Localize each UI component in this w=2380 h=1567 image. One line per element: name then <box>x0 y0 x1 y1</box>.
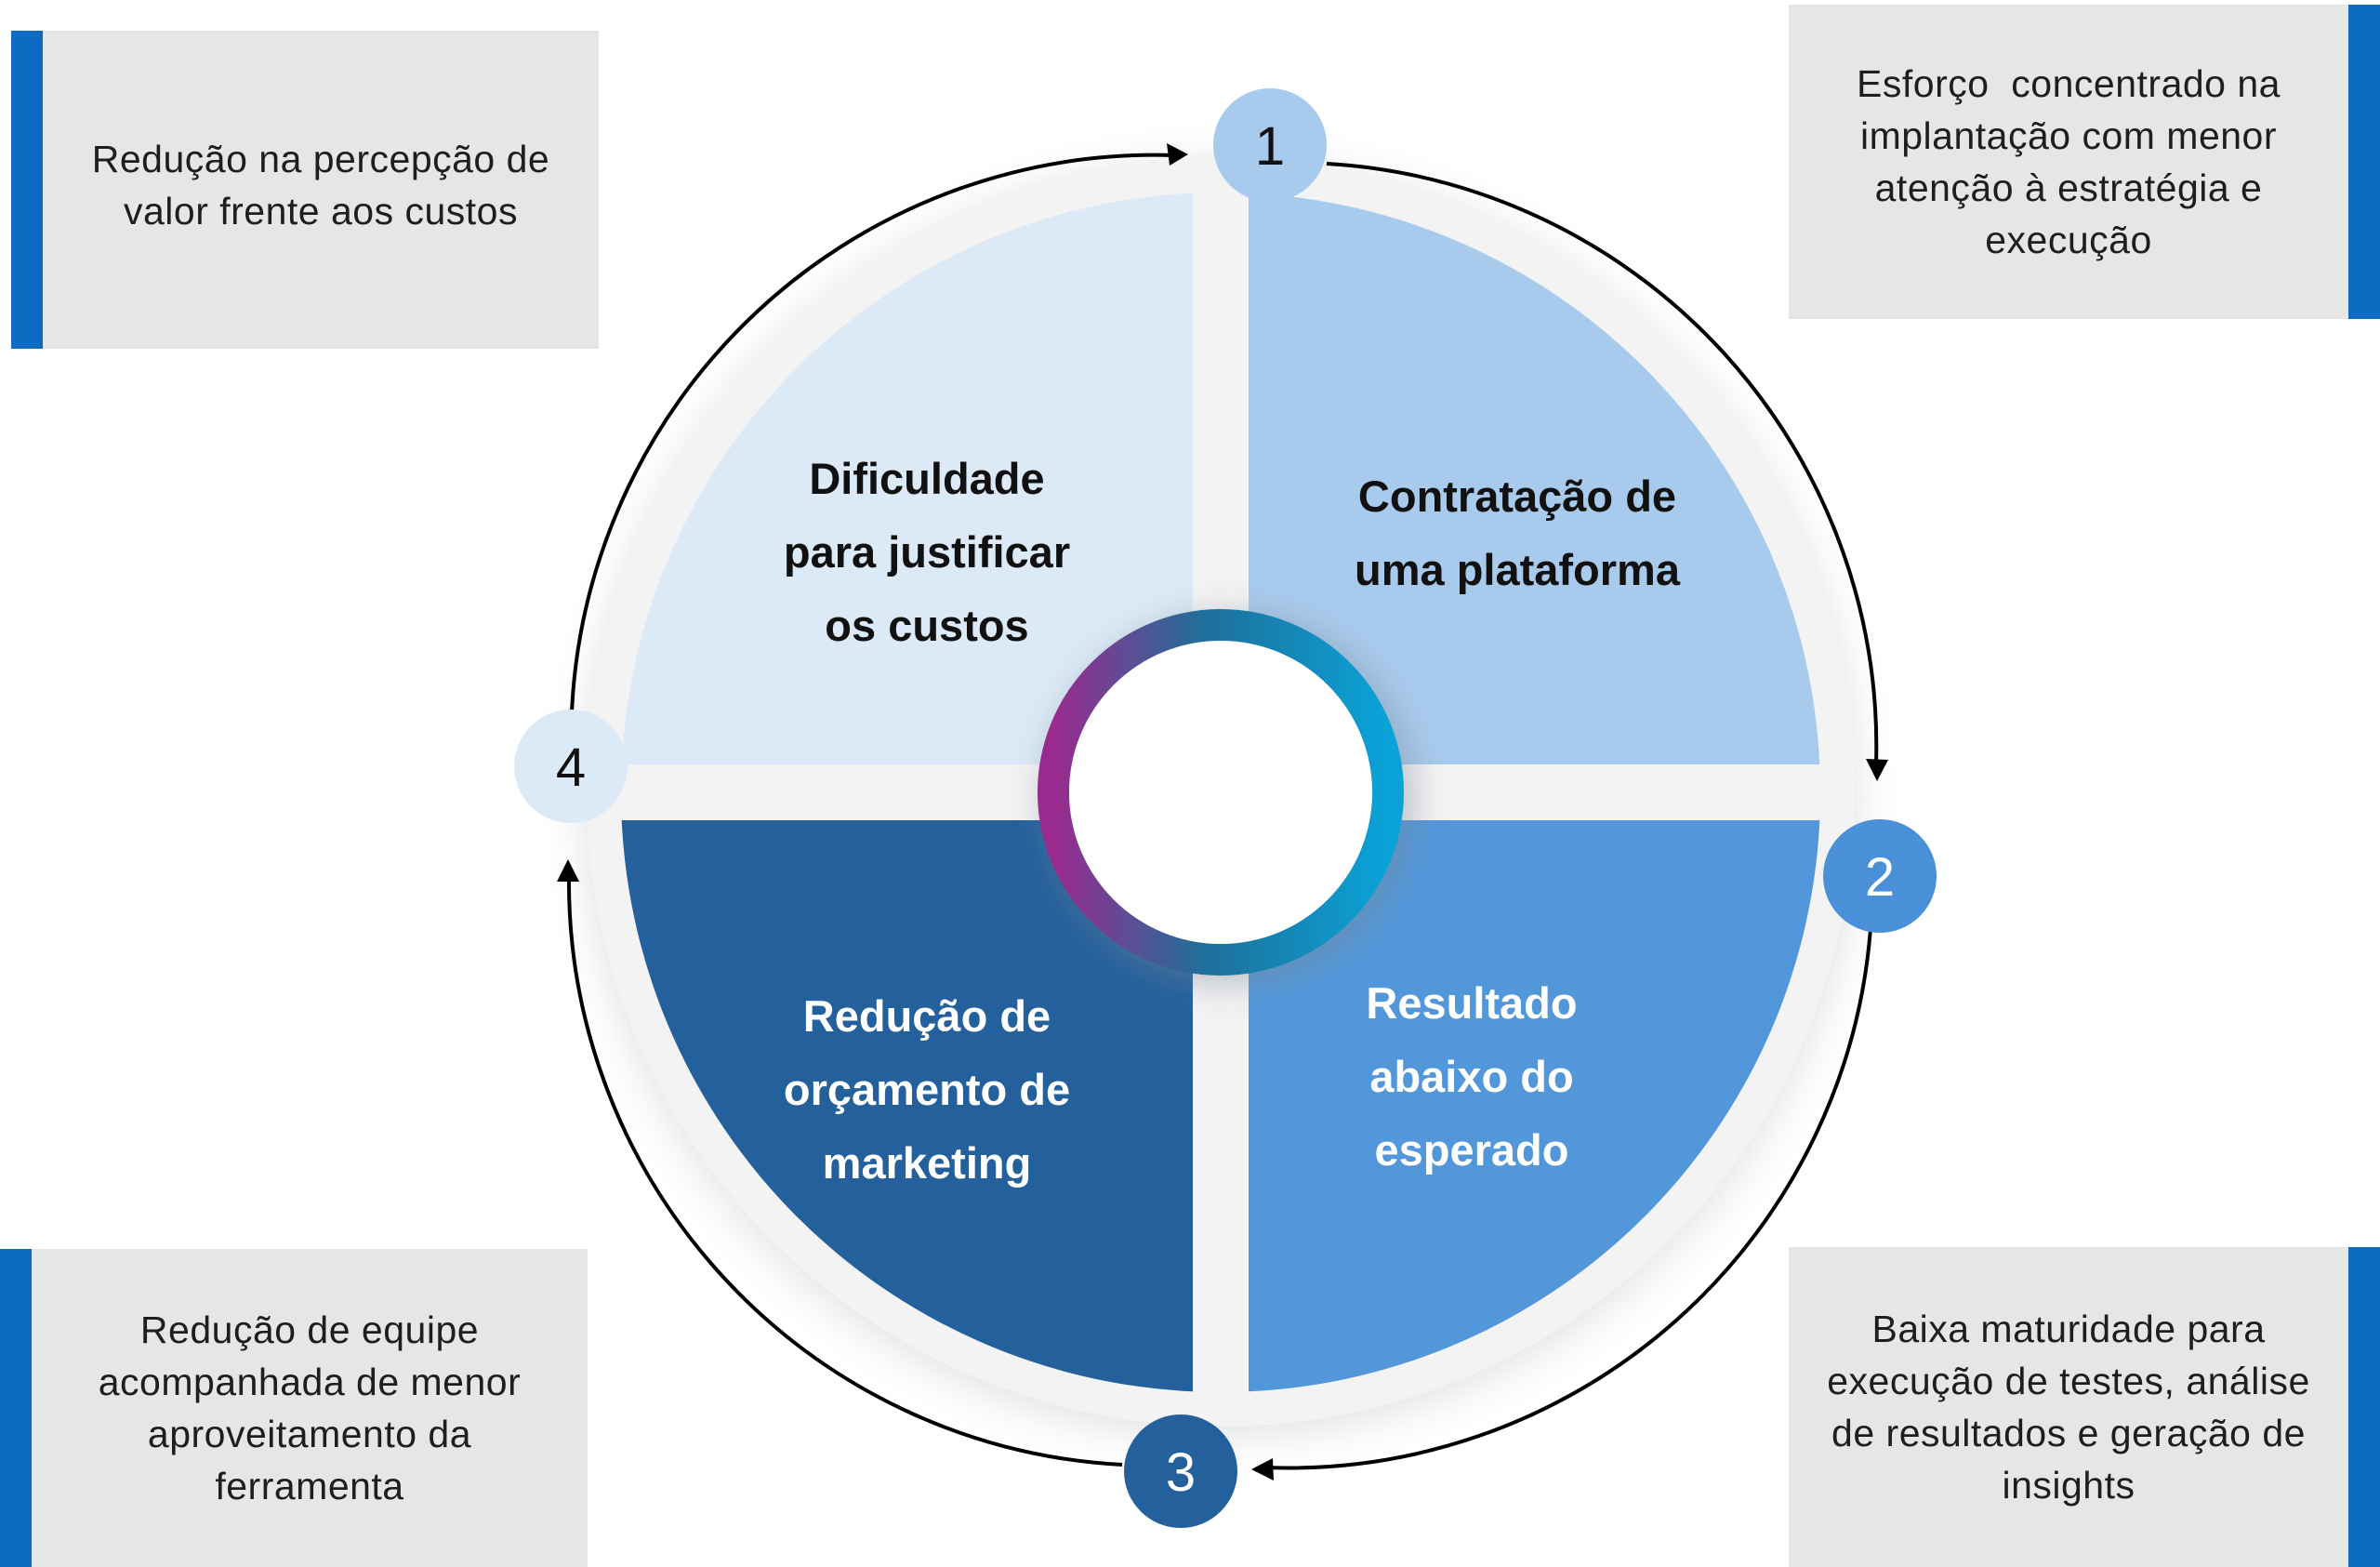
quadrant-label-line: Contratação de <box>1358 471 1676 521</box>
callout-bottom-right: Baixa maturidade para execução de testes… <box>1789 1247 2380 1567</box>
callout-text: Redução na percepção de valor frente aos… <box>91 138 550 232</box>
quadrant-label-line: Dificuldade <box>809 454 1044 503</box>
callout-top-right: Esforço concentrado na implantação com m… <box>1789 5 2380 319</box>
quadrant-label-line: Redução de <box>803 991 1051 1041</box>
callout-top-left: Redução na percepção de valor frente aos… <box>11 31 599 349</box>
arrowheads <box>557 143 1888 1481</box>
callout-text: Redução de equipe acompanhada de menor a… <box>98 1308 522 1507</box>
callout-accent-bar <box>0 1249 32 1567</box>
arrowhead-1 <box>1167 143 1188 166</box>
step-1-number: 1 <box>1255 116 1285 177</box>
quadrant-2 <box>1249 820 1820 1392</box>
quadrant-label-line: esperado <box>1375 1125 1569 1175</box>
quadrant-2-label: Resultado abaixo do esperado <box>1366 978 1577 1175</box>
cycle-arrows <box>566 153 1879 1470</box>
callout-text: Esforço concentrado na implantação com m… <box>1857 62 2281 261</box>
hub-ring <box>1038 609 1404 976</box>
arrowhead-3 <box>1251 1458 1274 1481</box>
callout-accent-bar <box>11 31 43 349</box>
step-4-number: 4 <box>556 737 586 798</box>
quadrant-label-line: os custos <box>825 601 1028 650</box>
arrow-3-to-4 <box>566 873 1123 1467</box>
step-1-badge <box>1213 88 1327 202</box>
callout-accent-bar <box>2348 5 2380 319</box>
callout-text: Baixa maturidade para execução de testes… <box>1827 1308 2310 1507</box>
arrow-1-to-2 <box>1326 162 1879 765</box>
quadrant-1-label: Contratação de uma plataforma <box>1355 471 1681 594</box>
hub-center <box>1069 641 1372 944</box>
quadrant-3 <box>621 820 1193 1392</box>
arrow-4-to-1 <box>570 153 1174 713</box>
quadrant-1 <box>1249 193 1820 764</box>
callout-bottom-left: Redução de equipe acompanhada de menor a… <box>0 1249 588 1567</box>
quadrant-label-line: uma plataforma <box>1355 545 1681 594</box>
quadrant-label-line: Resultado <box>1366 978 1577 1028</box>
step-2-badge <box>1823 819 1937 933</box>
callout-accent-bar <box>2348 1247 2380 1567</box>
arrowhead-4 <box>557 859 579 882</box>
step-2-number: 2 <box>1865 847 1895 908</box>
step-3-badge <box>1124 1414 1237 1528</box>
quadrant-3-label: Redução de orçamento de marketing <box>784 991 1070 1188</box>
arrow-2-to-3 <box>1265 927 1872 1470</box>
quadrant-label-line: abaixo do <box>1369 1052 1573 1101</box>
quadrant-label-line: orçamento de <box>784 1065 1070 1114</box>
quadrant-label-line: para justificar <box>784 527 1070 577</box>
arrowhead-2 <box>1866 759 1888 781</box>
step-3-number: 3 <box>1166 1442 1196 1503</box>
quadrant-4 <box>621 193 1193 764</box>
step-4-badge <box>514 710 628 823</box>
quadrant-4-label: Dificuldade para justificar os custos <box>784 454 1070 650</box>
quadrant-label-line: marketing <box>823 1138 1032 1188</box>
